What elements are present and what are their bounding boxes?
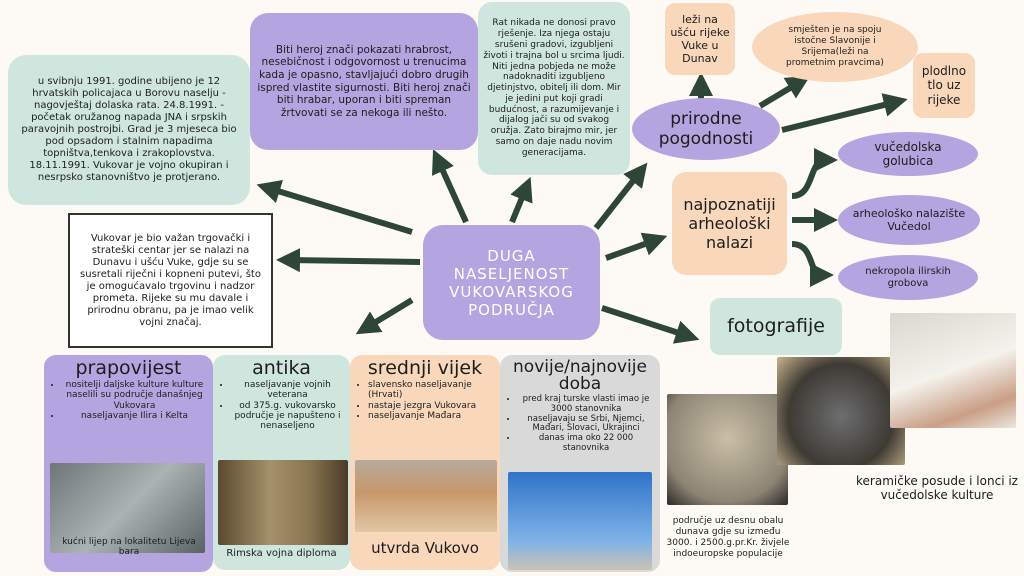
arrow-to-cards xyxy=(355,297,414,335)
photo-lijeva-bara xyxy=(50,463,205,553)
arrow-to-photos xyxy=(601,305,700,344)
card-title: srednji vijek xyxy=(367,357,483,379)
card-caption: kućni lijep na lokalitetu Lijeva bara xyxy=(62,537,196,557)
natural-title: prirodne pogodnosti xyxy=(658,108,754,149)
find-item: vučedolska golubica xyxy=(838,132,978,176)
arrow-to-find-3 xyxy=(791,241,834,287)
card-title: prapovijest xyxy=(75,357,182,379)
card-caption: Rimska vojna diploma xyxy=(226,548,337,559)
photo-ceramic-bowls xyxy=(890,313,1016,428)
photo-floor-map xyxy=(667,394,788,505)
card-prapovijest: prapovijest nositelji daljske kulture ku… xyxy=(44,355,213,572)
card-bullet: nositelji daljske kulture kulture naseli… xyxy=(62,380,207,411)
photo-caption-area: područje uz desnu obalu dunava gdje su i… xyxy=(664,505,792,571)
arrow-to-hero xyxy=(432,149,469,224)
natural-item: smješten je na spoju istočne Slavonije i… xyxy=(752,12,918,82)
photo-roman-diploma xyxy=(218,460,348,545)
peace-text: Rat nikada ne donosi pravo rješenje. Iza… xyxy=(483,18,625,158)
find-item-text: nekropola ilirskih grobova xyxy=(865,265,951,289)
arrow-to-finds xyxy=(604,232,668,261)
card-antika: antika naseljavanje vojnih veteranaod 37… xyxy=(213,355,350,570)
card-srednji-vijek: srednji vijek slavensko naseljavanje (Hr… xyxy=(350,355,500,570)
photos-node: fotografije xyxy=(710,298,842,355)
hero-note: Biti heroj znači pokazati hrabrost, nese… xyxy=(250,13,478,150)
natural-node: prirodne pogodnosti xyxy=(632,98,780,160)
natural-item-text: leži na ušću rijeke Vuke u Dunav xyxy=(670,12,730,66)
arrow-to-trade xyxy=(276,248,421,273)
card-bullet: naseljavaju se Srbi, Njemci, Mađari, Slo… xyxy=(518,414,654,435)
arrow-to-find-1 xyxy=(791,148,838,199)
finds-node: najpoznatiji arheološki nalazi xyxy=(672,172,787,275)
card-bullet: od 375.g. vukovarsko područje je napušte… xyxy=(231,401,344,432)
photo-caption-2: keramičke posude i lonci iz vučedolske k… xyxy=(856,473,1018,502)
photo-dark-pots xyxy=(777,357,905,465)
photo-caption-1: područje uz desnu obalu dunava gdje su i… xyxy=(666,516,790,559)
finds-title: najpoznatiji arheološki nalazi xyxy=(683,194,776,253)
card-title: antika xyxy=(252,357,311,379)
natural-item: plodlno tlo uz rijeke xyxy=(913,53,975,118)
arrow-to-war-history xyxy=(256,180,413,235)
arrow-to-natural-3 xyxy=(781,93,908,133)
card-bullet: danas ima oko 22 000 stanovnika xyxy=(518,433,654,454)
trade-note: Vukovar je bio važan trgovački i strateš… xyxy=(68,213,273,348)
central-topic: DUGA NASELJENOST VUKOVARSKOG PODRUČJA xyxy=(423,225,600,340)
card-bullet: naseljavanje Mađara xyxy=(368,411,494,421)
photo-fortress-model xyxy=(355,460,497,532)
natural-item-text: plodlno tlo uz rijeke xyxy=(921,63,967,107)
arrow-to-peace xyxy=(509,176,533,224)
arrow-to-natural xyxy=(593,162,648,230)
find-item: arheološko nalazište Vučedol xyxy=(838,195,980,245)
card-bullet: pred kraj turske vlasti imao je 3000 sta… xyxy=(518,394,654,415)
find-item: nekropola ilirskih grobova xyxy=(838,255,978,300)
card-bullet: nastaje jezgra Vukovara xyxy=(368,401,494,411)
photos-title: fotografije xyxy=(727,315,825,338)
card-novije-doba: novije/najnovije doba pred kraj turske v… xyxy=(500,355,660,572)
card-bullet: naseljavanje vojnih veterana xyxy=(231,380,344,401)
photo-water-tower xyxy=(508,472,652,570)
card-caption: utvrda Vukovo xyxy=(371,539,479,557)
photo-caption-ceramics: keramičke posude i lonci iz vučedolske k… xyxy=(852,470,1022,506)
natural-item: leži na ušću rijeke Vuke u Dunav xyxy=(665,3,735,75)
find-item-text: vučedolska golubica xyxy=(874,139,942,168)
war-history-text: u svibnju 1991. godine ubijeno je 12 hrv… xyxy=(21,76,237,183)
arrow-to-natural-2 xyxy=(758,75,811,109)
hero-text: Biti heroj znači pokazati hrabrost, nese… xyxy=(257,43,471,119)
central-title: DUGA NASELJENOST VUKOVARSKOG PODRUČJA xyxy=(449,246,574,319)
find-item-text: arheološko nalazište Vučedol xyxy=(852,206,966,233)
natural-item-text: smješten je na spoju istočne Slavonije i… xyxy=(786,25,884,68)
war-history-note: u svibnju 1991. godine ubijeno je 12 hrv… xyxy=(8,55,250,205)
card-bullet: slavensko naseljavanje (Hrvati) xyxy=(368,380,494,401)
card-bullet: naseljavanje Ilira i Kelta xyxy=(62,411,207,421)
card-title: novije/najnovije doba xyxy=(513,357,647,394)
peace-note: Rat nikada ne donosi pravo rješenje. Iza… xyxy=(478,2,630,175)
trade-text: Vukovar je bio važan trgovački i strateš… xyxy=(80,232,261,328)
